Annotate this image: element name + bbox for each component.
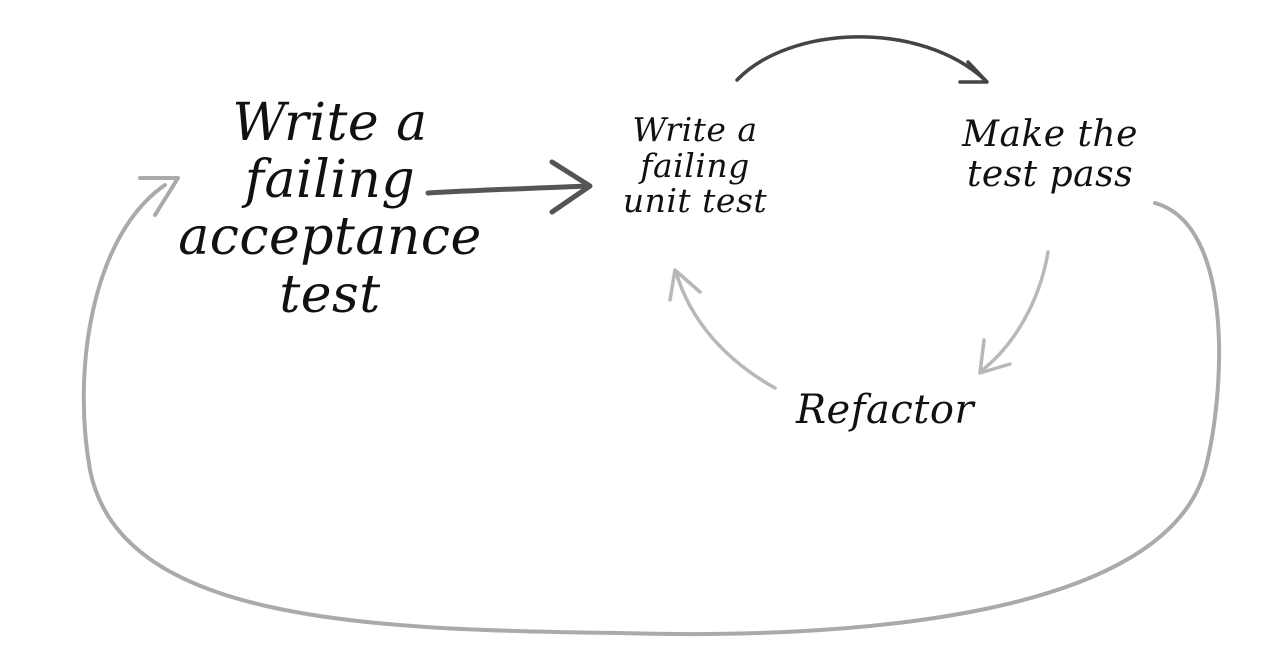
node-unit-line-2: failing xyxy=(640,145,750,185)
node-unit-line-3: unit test xyxy=(622,181,768,221)
node-acceptance-line-1: Write a xyxy=(232,93,428,153)
node-make-test-pass: Make the test pass xyxy=(940,114,1160,196)
arrow-outer-loop-to-acceptance xyxy=(81,176,1222,637)
node-pass-line-2: test pass xyxy=(966,154,1134,196)
node-refactor: Refactor xyxy=(790,388,980,433)
arrow-refactor-to-unit xyxy=(668,268,777,390)
node-refactor-line-1: Refactor xyxy=(795,387,975,433)
node-unit-line-1: Write a xyxy=(632,110,758,149)
arrow-acceptance-to-unit xyxy=(425,159,593,215)
node-acceptance-line-4: test xyxy=(279,264,381,325)
node-write-failing-unit-test: Write a failing unit test xyxy=(590,112,800,219)
arrow-unit-to-pass xyxy=(735,35,989,84)
node-acceptance-line-3: acceptance xyxy=(178,207,482,268)
node-pass-line-1: Make the xyxy=(962,114,1138,155)
arrow-pass-to-refactor xyxy=(978,250,1050,375)
node-acceptance-line-2: failing xyxy=(244,150,416,211)
node-write-failing-acceptance-test: Write a failing acceptance test xyxy=(165,93,495,325)
